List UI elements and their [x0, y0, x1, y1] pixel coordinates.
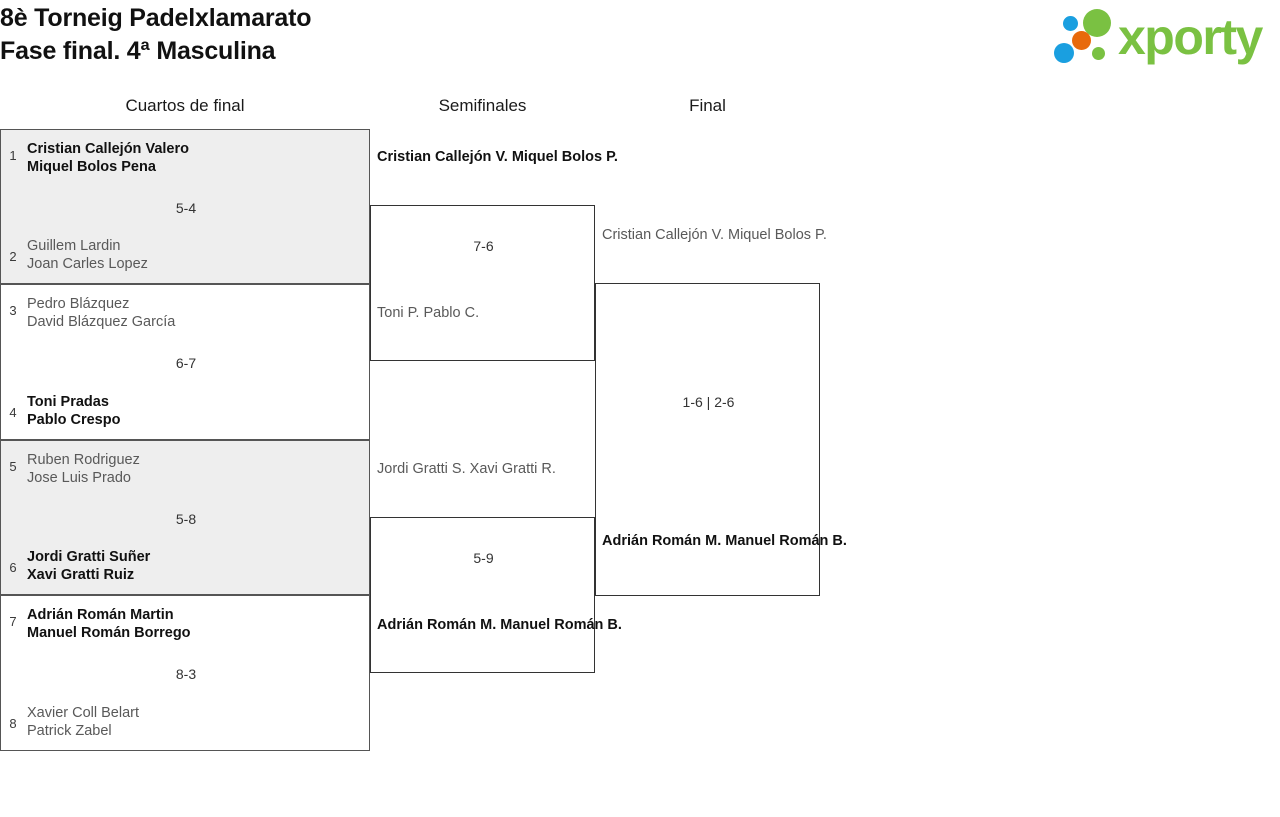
player-name: Ruben Rodriguez — [27, 452, 140, 468]
player-name: Manuel Román Borrego — [27, 625, 191, 641]
player-name: Miquel Bolos P. — [728, 227, 827, 243]
team-name: Adrián Román M. Manuel Román B. — [377, 616, 622, 634]
seed-number: 3 — [9, 303, 17, 318]
player-name: Toni P. — [377, 305, 420, 321]
team-name: Adrián Román Martin Manuel Román Borrego — [27, 606, 191, 642]
player-name: Pablo Crespo — [27, 412, 121, 428]
seed-number: 8 — [9, 716, 17, 731]
match-quarterfinal-3[interactable]: 5 Ruben Rodriguez Jose Luis Prado 5-8 6 … — [0, 440, 370, 595]
match-quarterfinal-1[interactable]: 1 Cristian Callejón Valero Miquel Bolos … — [0, 129, 370, 284]
team-name: Xavier Coll Belart Patrick Zabel — [27, 704, 139, 740]
player-name: Joan Carles Lopez — [27, 256, 148, 272]
player-name: Adrián Román M. — [602, 533, 722, 549]
player-name: Guillem Lardin — [27, 238, 121, 254]
team-name: Toni P. Pablo C. — [377, 304, 479, 322]
player-name: Miquel Bolos P. — [511, 149, 618, 165]
player-name: Manuel Román B. — [725, 533, 847, 549]
logo-dot-orange — [1072, 31, 1091, 50]
team-name: Guillem Lardin Joan Carles Lopez — [27, 237, 148, 273]
team-name: Pedro Blázquez David Blázquez García — [27, 295, 175, 331]
player-name: Pedro Blázquez — [27, 296, 130, 312]
round-heading-final: Final — [689, 96, 726, 115]
page-title-line1: 8è Torneig Padelxlamarato — [0, 4, 312, 32]
match-score: 5-9 — [473, 550, 494, 566]
player-name: Jordi Gratti Suñer — [27, 549, 151, 565]
player-name: David Blázquez García — [27, 314, 176, 330]
player-name: Toni Pradas — [27, 394, 109, 410]
xporty-logo[interactable]: xporty — [1050, 8, 1274, 66]
logo-dot-blue-top — [1063, 16, 1078, 31]
player-name: Xavier Coll Belart — [27, 705, 140, 721]
team-name: Cristian Callejón Valero Miquel Bolos Pe… — [27, 140, 189, 176]
team-name: Adrián Román M. Manuel Román B. — [602, 532, 847, 550]
match-score: 5-4 — [175, 200, 197, 216]
round-heading-semifinals: Semifinales — [438, 96, 527, 115]
seed-number: 1 — [9, 148, 17, 163]
page-title: 8è Torneig Padelxlamarato Fase final. 4ª… — [0, 2, 312, 68]
seed-number: 2 — [9, 249, 17, 264]
player-name: Cristian Callejón Valero — [27, 141, 189, 157]
player-name: Cristian Callejón V. — [377, 149, 508, 165]
player-name: Jordi Gratti S. — [377, 461, 466, 477]
logo-dots-icon — [1050, 8, 1122, 66]
player-name: Miquel Bolos Pena — [27, 159, 156, 175]
player-name: Jose Luis Prado — [27, 470, 131, 486]
team-name: Ruben Rodriguez Jose Luis Prado — [27, 451, 140, 487]
logo-wordmark: xporty — [1118, 9, 1263, 65]
player-name: Cristian Callejón V. — [602, 227, 724, 243]
player-name: Adrián Román M. — [377, 617, 497, 633]
match-quarterfinal-4[interactable]: 7 Adrián Román Martin Manuel Román Borre… — [0, 595, 370, 751]
match-score: 7-6 — [473, 238, 494, 254]
round-heading-quarterfinals: Cuartos de final — [125, 96, 245, 115]
seed-number: 7 — [9, 614, 17, 629]
seed-number: 5 — [9, 459, 17, 474]
team-name: Jordi Gratti S. Xavi Gratti R. — [377, 460, 556, 478]
logo-dot-green-small — [1092, 47, 1105, 60]
seed-number: 6 — [9, 560, 17, 575]
match-score: 6-7 — [175, 355, 197, 371]
player-name: Patrick Zabel — [27, 723, 112, 739]
match-final[interactable]: 1-6 | 2-6 — [595, 283, 820, 596]
player-name: Adrián Román Martin — [27, 607, 174, 623]
player-name: Xavi Gratti R. — [469, 461, 556, 477]
player-name: Xavi Gratti Ruiz — [27, 567, 135, 583]
team-name: Cristian Callejón V. Miquel Bolos P. — [377, 148, 618, 166]
match-score: 1-6 | 2-6 — [682, 394, 735, 410]
seed-number: 4 — [9, 405, 17, 420]
team-name: Toni Pradas Pablo Crespo — [27, 393, 120, 429]
logo-dot-blue-bottom — [1054, 43, 1074, 63]
match-semifinal-1[interactable]: 7-6 — [370, 205, 595, 361]
match-semifinal-2[interactable]: 5-9 — [370, 517, 595, 673]
page-title-line2: Fase final. 4ª Masculina — [0, 37, 276, 65]
match-score: 5-8 — [175, 511, 197, 527]
player-name: Pablo C. — [423, 305, 480, 321]
match-quarterfinal-2[interactable]: 3 Pedro Blázquez David Blázquez García 6… — [0, 284, 370, 440]
team-name: Cristian Callejón V. Miquel Bolos P. — [602, 226, 827, 244]
match-score: 8-3 — [175, 666, 197, 682]
team-name: Jordi Gratti Suñer Xavi Gratti Ruiz — [27, 548, 150, 584]
player-name: Manuel Román B. — [500, 617, 622, 633]
